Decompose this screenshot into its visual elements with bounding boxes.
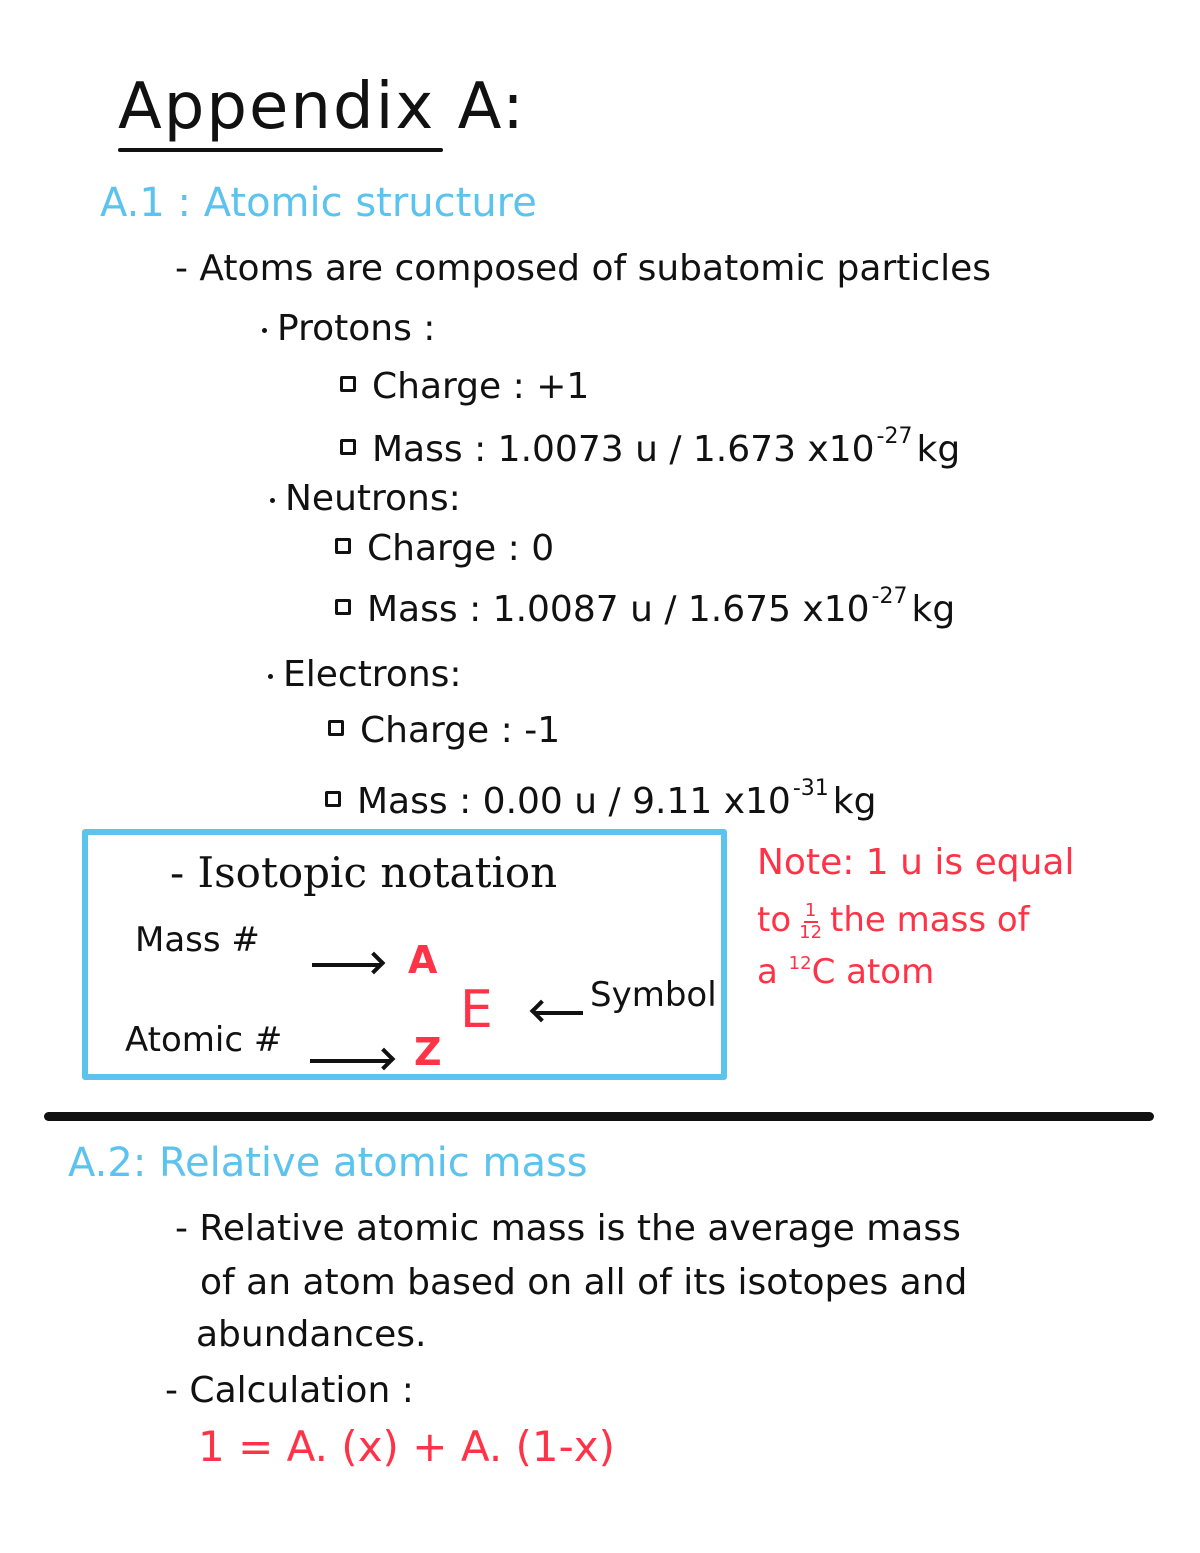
mass-unit: kg <box>916 429 961 470</box>
intro-line: - Atoms are composed of subatomic partic… <box>175 248 992 289</box>
square-bullet-icon <box>340 439 356 455</box>
fraction-numerator: 1 <box>804 899 817 921</box>
atomic-number-symbol: Z <box>414 1030 442 1074</box>
mass-label: Mass <box>367 589 458 630</box>
section-heading-a2: A.2: Relative atomic mass <box>68 1140 588 1186</box>
charge-value: : +1 <box>512 366 590 407</box>
charge-label: Charge <box>360 710 490 751</box>
isotope-mass-number: 12 <box>788 953 812 974</box>
square-bullet-icon <box>325 791 341 807</box>
definition-line-2: of an atom based on all of its isotopes … <box>200 1262 968 1303</box>
bullet-dot-icon <box>270 497 275 503</box>
particle-name: Protons : <box>277 308 436 349</box>
page-title: Appendix A: <box>118 70 526 144</box>
fraction-denominator: 12 <box>799 921 823 943</box>
note-text: atom <box>846 952 935 992</box>
symbol-label: Symbol <box>590 975 717 1015</box>
mass-exponent: -27 <box>876 424 913 449</box>
bullet-dot-icon <box>268 673 273 679</box>
isotopic-notation-box <box>82 829 727 1080</box>
note-text: the mass of <box>830 900 1030 940</box>
symbol-arrow-icon <box>535 1002 583 1021</box>
definition-line-3: abundances. <box>196 1314 427 1355</box>
particle-electrons: Electrons: <box>268 654 462 695</box>
definition-line-1: - Relative atomic mass is the average ma… <box>175 1208 961 1249</box>
mass-value: : 1.0073 u / 1.673 x10 <box>474 429 875 470</box>
mass-unit: kg <box>911 589 956 630</box>
electrons-charge: Charge : -1 <box>328 710 560 751</box>
atomic-number-label: Atomic # <box>125 1020 283 1060</box>
mass-exponent: -31 <box>792 776 829 801</box>
isotopic-heading: - Isotopic notation <box>170 848 558 897</box>
particle-name: Neutrons: <box>285 478 461 519</box>
note-line-1: Note: 1 u is equal <box>757 842 1075 883</box>
relative-mass-formula: 1 = A. (x) + A. (1-x) <box>198 1422 616 1471</box>
atomic-arrow-icon <box>310 1050 390 1069</box>
mass-value: : 1.0087 u / 1.675 x10 <box>469 589 870 630</box>
square-bullet-icon <box>340 376 356 392</box>
section-divider <box>44 1112 1154 1121</box>
title-underline <box>118 148 443 152</box>
charge-label: Charge <box>372 366 502 407</box>
particle-name: Electrons: <box>283 654 462 695</box>
particle-neutrons: Neutrons: <box>270 478 461 519</box>
square-bullet-icon <box>335 599 351 615</box>
note-line-3: a 12C atom <box>757 952 934 992</box>
mass-number-label: Mass # <box>135 920 260 960</box>
mass-value: : 0.00 u / 9.11 x10 <box>459 781 791 822</box>
mass-unit: kg <box>832 781 877 822</box>
square-bullet-icon <box>335 538 351 554</box>
particle-protons: Protons : <box>262 308 435 349</box>
isotope-element: C <box>811 952 836 992</box>
note-text: to <box>757 900 792 940</box>
charge-value: : 0 <box>507 528 555 569</box>
mass-arrow-icon <box>312 954 380 973</box>
note-text: a <box>757 952 778 992</box>
calculation-label: - Calculation : <box>165 1370 414 1411</box>
charge-label: Charge <box>367 528 497 569</box>
mass-exponent: -27 <box>871 584 908 609</box>
bullet-dot-icon <box>262 327 267 333</box>
neutrons-charge: Charge : 0 <box>335 528 554 569</box>
element-symbol: E <box>460 980 493 1040</box>
mass-number-symbol: A <box>408 938 438 982</box>
mass-label: Mass <box>372 429 463 470</box>
charge-value: : -1 <box>500 710 561 751</box>
square-bullet-icon <box>328 720 344 736</box>
mass-label: Mass <box>357 781 448 822</box>
protons-charge: Charge : +1 <box>340 366 589 407</box>
section-heading-a1: A.1 : Atomic structure <box>100 180 537 226</box>
